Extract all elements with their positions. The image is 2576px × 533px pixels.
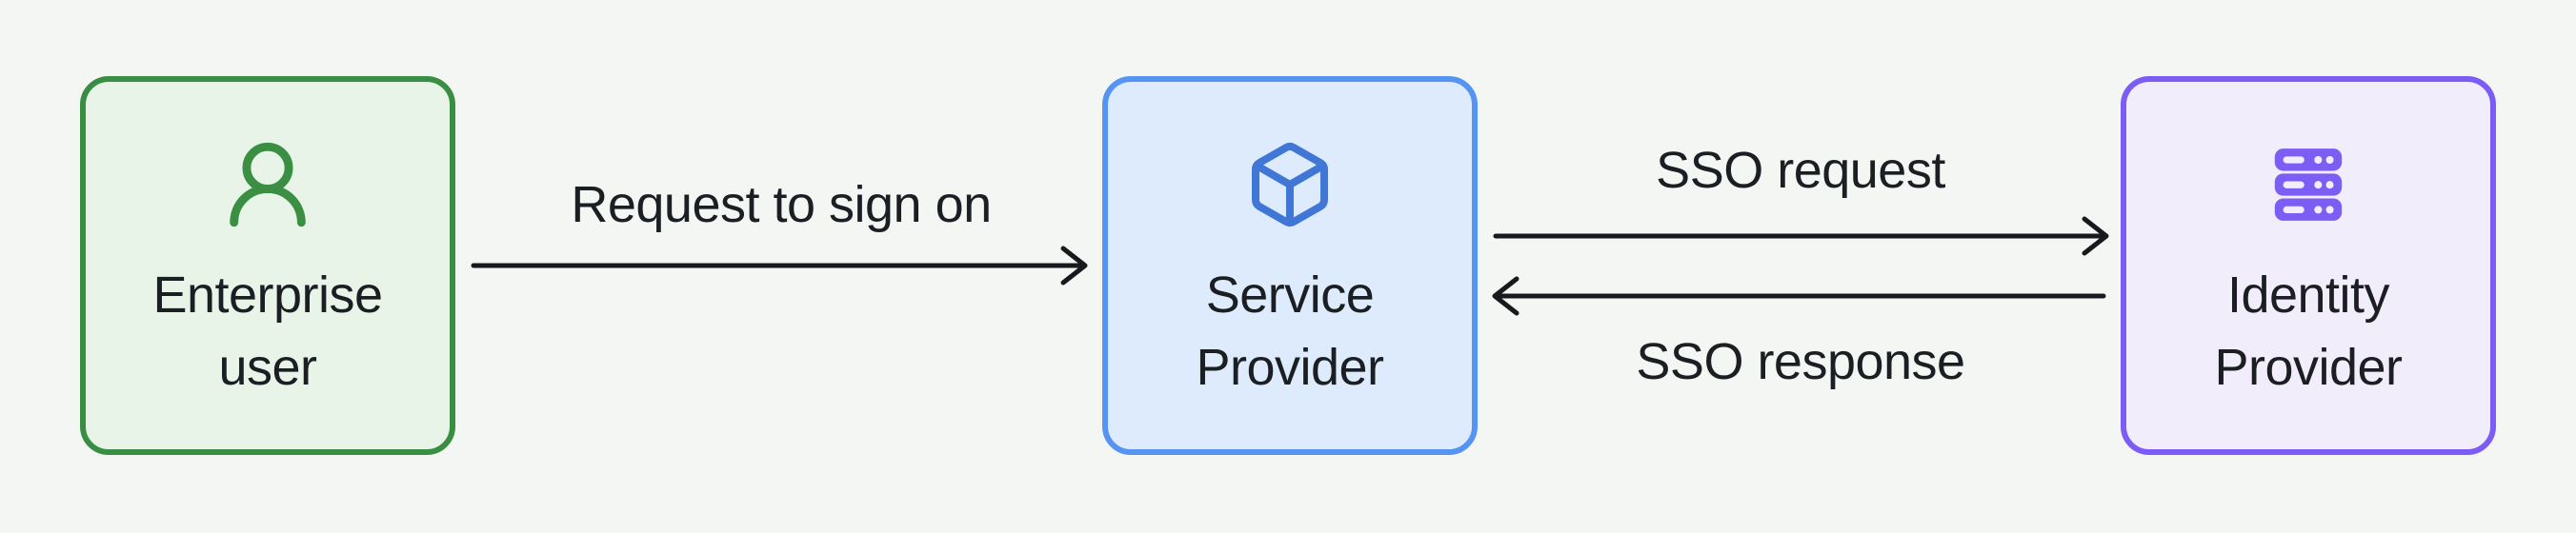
node-label-line: user [218, 339, 317, 396]
node-icon-slot [2264, 135, 2352, 234]
node-identity-provider: Identity Provider [2121, 76, 2496, 455]
node-icon-slot [217, 135, 318, 234]
edge-label-sso-request: SSO request [1656, 142, 1945, 199]
node-label-line: Enterprise [152, 266, 383, 324]
edge-label-request-to-sign-on: Request to sign on [571, 176, 992, 233]
user-icon [230, 142, 306, 227]
server-icon [2274, 148, 2343, 221]
node-label-line: Service [1205, 266, 1375, 324]
node-icon-slot [1244, 135, 1336, 234]
node-service-provider: Service Provider [1102, 76, 1478, 455]
node-label-enterprise-user: Enterprise user [152, 259, 383, 404]
node-label-identity-provider: Identity Provider [2214, 259, 2403, 404]
edge-label-sso-response: SSO response [1636, 333, 1965, 390]
node-label-line: Identity [2226, 266, 2390, 324]
arrow-request-to-sign-on [471, 246, 1088, 286]
node-enterprise-user: Enterprise user [80, 76, 455, 455]
node-label-line: Provider [1196, 339, 1384, 396]
arrow-sso-response [1492, 276, 2106, 316]
box-icon [1252, 143, 1328, 227]
node-label-line: Provider [2214, 339, 2403, 396]
node-label-service-provider: Service Provider [1196, 259, 1384, 404]
arrow-sso-request [1493, 216, 2109, 256]
